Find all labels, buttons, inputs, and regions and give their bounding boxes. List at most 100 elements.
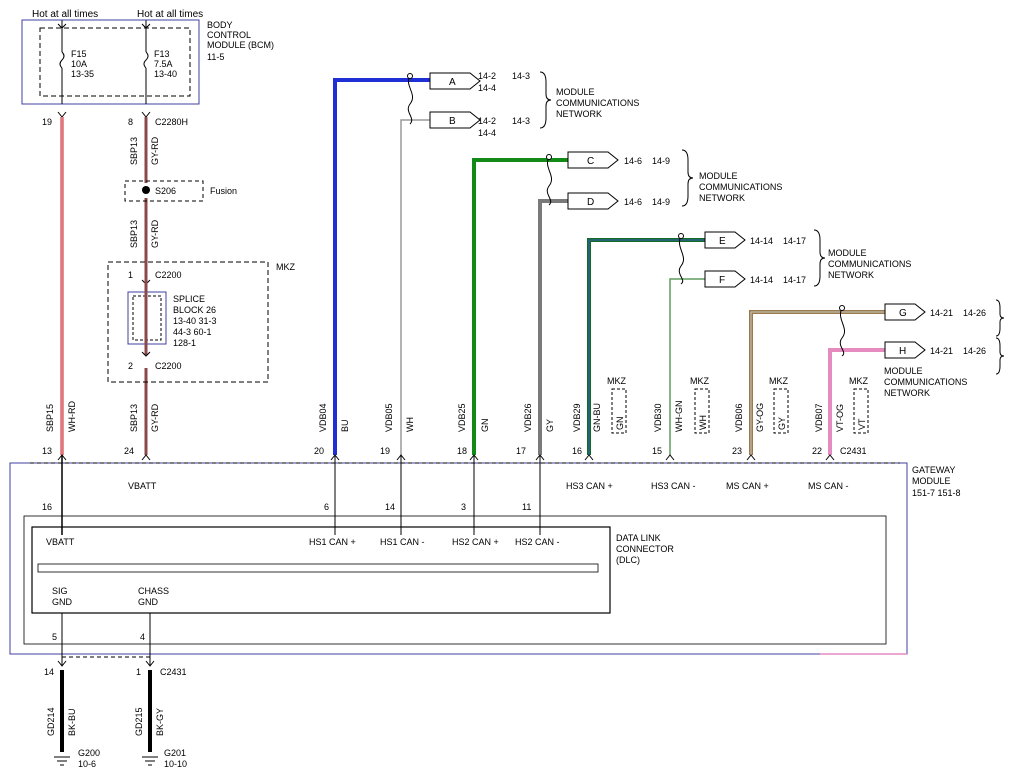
dlc-title: (DLC) bbox=[616, 555, 640, 565]
wire-vdb05 bbox=[400, 119, 430, 455]
pin-number: 1 bbox=[136, 667, 141, 677]
pin-number: 18 bbox=[457, 446, 467, 456]
gateway-pin-label: MS CAN - bbox=[808, 481, 849, 491]
splice-block-ref: 44-3 60-1 bbox=[173, 327, 212, 337]
fuse-rating: 7.5A bbox=[154, 59, 173, 69]
dlc-pin-number: 3 bbox=[461, 502, 466, 512]
connector-letter: H bbox=[899, 346, 906, 357]
dlc-pin-number: 4 bbox=[140, 632, 145, 642]
dlc-pin-number: 5 bbox=[52, 632, 57, 642]
dlc-pin-number: 11 bbox=[522, 502, 531, 512]
wire-color-label: WH-GN bbox=[674, 401, 684, 433]
mkz-tag: MKZ bbox=[849, 376, 869, 386]
connector-letter: D bbox=[587, 197, 594, 208]
network-label: COMMUNICATIONS bbox=[828, 259, 911, 269]
connector-flag-h: H 14-21 14-26 bbox=[884, 341, 986, 359]
dlc-pin-label: HS1 CAN + bbox=[309, 537, 356, 547]
bcm-fuse-box bbox=[39, 27, 191, 97]
circuit-label: SBP13 bbox=[129, 137, 139, 165]
dlc-pin-number: 14 bbox=[385, 502, 395, 512]
network-label: MODULE bbox=[556, 87, 595, 97]
pin-number: 20 bbox=[314, 446, 324, 456]
network-label: NETWORK bbox=[828, 270, 874, 280]
connector-id: C2431 bbox=[840, 446, 867, 456]
connector-ref: 14-9 bbox=[652, 156, 670, 166]
ground-icon bbox=[142, 756, 158, 766]
gateway-title: MODULE bbox=[912, 476, 951, 486]
connector-letter: C bbox=[587, 156, 594, 167]
mkz-tag: MKZ bbox=[607, 376, 627, 386]
connector-ref: 14-21 bbox=[930, 308, 953, 318]
pin-number: 17 bbox=[516, 446, 526, 456]
wire-vdb26 bbox=[538, 199, 568, 455]
circuit-label: SBP13 bbox=[129, 220, 139, 248]
splice-block-ref: 128-1 bbox=[173, 338, 196, 348]
wire-color-label: BK-BU bbox=[67, 708, 77, 736]
dlc-pin-label: VBATT bbox=[46, 537, 75, 547]
connector-id: C2200 bbox=[155, 270, 182, 280]
splice-block-title: SPLICE bbox=[173, 294, 205, 304]
connector-ref: 14-17 bbox=[783, 236, 806, 246]
network-label: MODULE bbox=[884, 366, 923, 376]
wire-vdb30 bbox=[669, 278, 705, 455]
pin-number: 2 bbox=[128, 361, 133, 371]
circuit-label: VDB30 bbox=[653, 403, 663, 432]
ground-icon bbox=[54, 756, 70, 766]
fuse-icon bbox=[59, 51, 65, 69]
connector-ref: 14-3 bbox=[512, 116, 530, 126]
twisted-pair-icon bbox=[678, 235, 685, 285]
mkz-wire-color: GY bbox=[777, 417, 787, 430]
connector-flag-c: C 14-6 14-9 bbox=[567, 151, 670, 169]
wire-color-label: GY bbox=[545, 419, 555, 432]
network-label: NETWORK bbox=[699, 193, 745, 203]
mkz-wire-color: WH bbox=[698, 415, 708, 430]
dlc-pin-label: CHASS bbox=[138, 586, 169, 596]
mkz-tag: MKZ bbox=[690, 376, 710, 386]
connector-ref: 14-3 bbox=[512, 71, 530, 81]
dlc-pin-label: SIG bbox=[52, 586, 68, 596]
splice-note: Fusion bbox=[210, 186, 237, 196]
twisted-pair-icon bbox=[407, 75, 414, 125]
wire-color-label: BU bbox=[340, 419, 350, 432]
pin-number: 1 bbox=[128, 270, 133, 280]
connector-ref: 14-17 bbox=[783, 275, 806, 285]
circuit-label: SBP13 bbox=[129, 404, 139, 432]
connector-id: C2431 bbox=[160, 667, 187, 677]
network-label: NETWORK bbox=[556, 109, 602, 119]
wire-color-label: GY-RD bbox=[150, 136, 160, 165]
dlc-pin-number: 16 bbox=[42, 502, 52, 512]
pin-number: 23 bbox=[732, 446, 742, 456]
gateway-pin-label: VBATT bbox=[128, 481, 157, 491]
feed-label-left: Hot at all times bbox=[32, 9, 98, 20]
fuse-icon bbox=[143, 51, 149, 69]
connector-flag-a: A 14-2 14-4 14-3 bbox=[429, 71, 530, 93]
gateway-pin-label: MS CAN + bbox=[726, 481, 769, 491]
dlc-pin-label: HS2 CAN + bbox=[452, 537, 499, 547]
twisted-pair-icon bbox=[546, 156, 553, 206]
pin-number: 8 bbox=[128, 117, 133, 127]
dlc-pin-label: GND bbox=[138, 597, 159, 607]
dlc-pin-label: GND bbox=[52, 597, 73, 607]
gateway-pin-label: HS3 CAN - bbox=[651, 481, 696, 491]
pin-number: 19 bbox=[380, 446, 390, 456]
splice-box bbox=[124, 180, 204, 202]
dlc-pin-label: HS2 CAN - bbox=[515, 537, 560, 547]
connector-ref: 14-26 bbox=[963, 308, 986, 318]
connector-letter: A bbox=[449, 77, 456, 88]
connector-id: C2280H bbox=[155, 117, 188, 127]
bcm-title: BODY bbox=[207, 20, 233, 30]
network-label: MODULE bbox=[699, 171, 738, 181]
gateway-title: GATEWAY bbox=[912, 465, 955, 475]
mkz-wire-color: GN bbox=[615, 417, 625, 431]
fuse-name: F13 bbox=[154, 49, 170, 59]
connector-ref: 14-26 bbox=[963, 346, 986, 356]
dlc-pin-label: HS1 CAN - bbox=[380, 537, 425, 547]
wire-color-label: WH bbox=[405, 417, 415, 432]
connector-ref: 14-6 bbox=[624, 156, 642, 166]
wire-vdb04 bbox=[333, 78, 430, 455]
wire-color-label: GY-RD bbox=[150, 403, 160, 432]
connector-ref: 14-2 bbox=[478, 116, 496, 126]
circuit-label: GD215 bbox=[134, 707, 144, 736]
bcm-box bbox=[21, 19, 200, 105]
